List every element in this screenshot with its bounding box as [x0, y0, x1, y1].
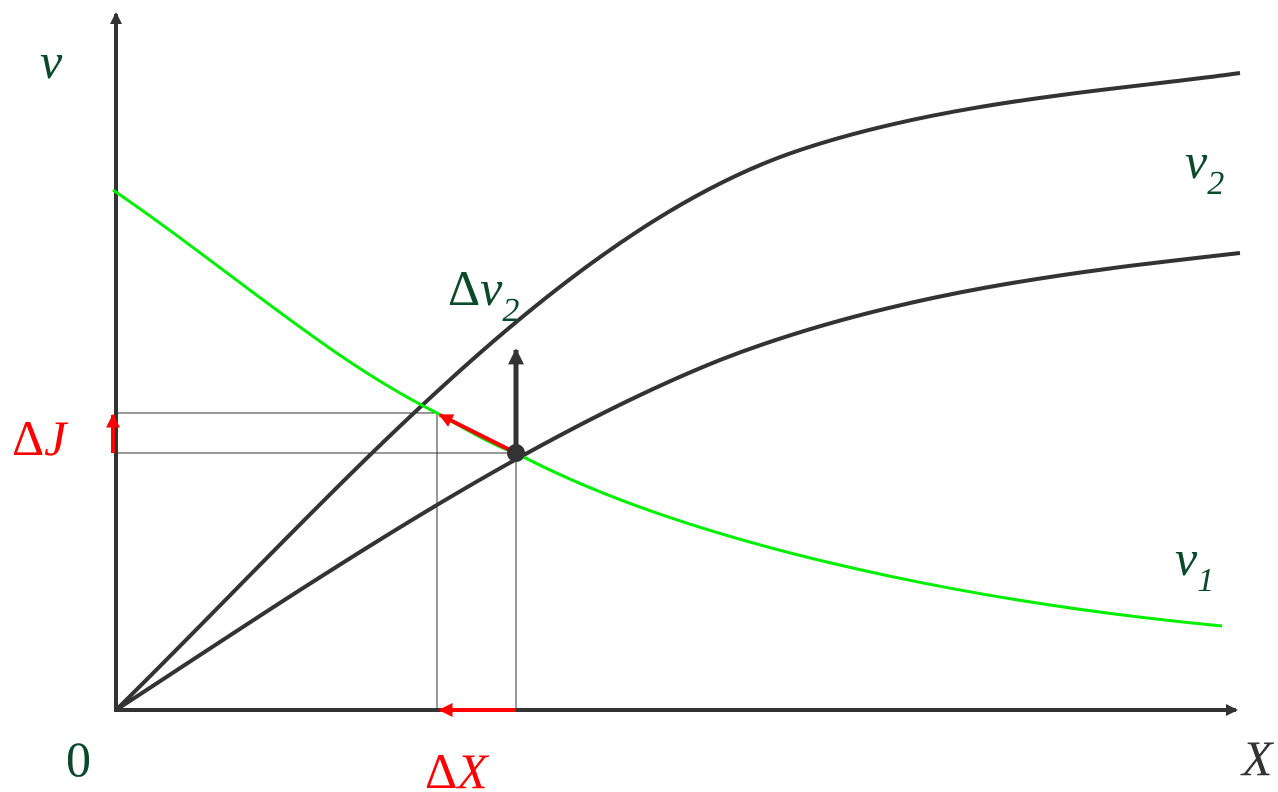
delta-x-label: ΔX: [425, 743, 490, 792]
equilibrium-point: [507, 444, 525, 462]
origin-label: 0: [66, 731, 91, 787]
delta-v2-label: Δv2: [448, 260, 519, 329]
delta-j-label: ΔJ: [12, 410, 69, 466]
y-axis-label: v: [40, 33, 63, 89]
curve-v1: [114, 251, 1241, 712]
curve-v2: [114, 71, 1241, 712]
curve-v1-label: v1: [1175, 530, 1214, 599]
shift-arrow: [438, 413, 517, 455]
x-axis-label: X: [1240, 730, 1275, 786]
curve-green: [112, 188, 1223, 628]
curve-v2-label: v2: [1185, 133, 1224, 202]
